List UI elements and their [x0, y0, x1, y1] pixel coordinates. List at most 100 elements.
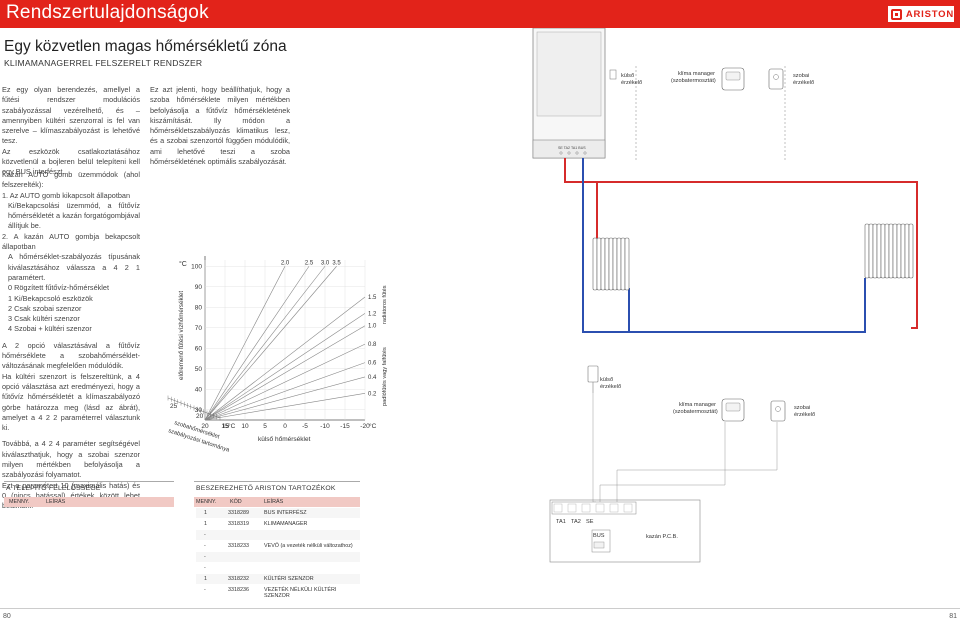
table-row: 1 3318319 KLIMAMANAGER: [204, 521, 308, 527]
intro-paragraph-2: Az eszközök csatlakoztatásához közvetlen…: [2, 146, 140, 177]
installer-header: MENNY. LEÍRÁS: [4, 497, 174, 507]
top-room-label-2: érzékelő: [793, 80, 814, 86]
bottom-room-label-2: érzékelő: [794, 412, 815, 418]
cold-pipe: [582, 158, 866, 333]
room-sensor-icon: [768, 68, 784, 90]
curve-label-right: 0.6: [368, 361, 377, 367]
y-tick-label: 40: [195, 387, 203, 394]
label-ta1: TA1: [556, 519, 566, 525]
heating-curve-line: [204, 266, 326, 421]
curve-label-right: 1.5: [368, 295, 377, 301]
top-outdoor-label-1: külső: [621, 73, 634, 79]
boiler: SE TA2 TA1 BUS: [532, 28, 606, 159]
auto-item-1: 1. Az AUTO gomb kikapcsolt állapotban: [2, 190, 131, 200]
page-header: Rendszertulajdonságok ARISTON: [0, 0, 960, 28]
diag-tick-label: 20: [196, 413, 204, 420]
diag-tick-label: 15: [222, 423, 230, 430]
footer-rule-right: [480, 608, 960, 609]
bottom-manager-label-2: (szobatermosztát): [673, 409, 718, 415]
bottom-manager-label-1: klíma manager: [679, 402, 716, 408]
curve-label-right: 0.8: [368, 342, 377, 348]
installer-col-desc: LEÍRÁS: [46, 498, 66, 505]
boiler-terminals: SE TA2 TA1 BUS: [558, 146, 586, 150]
label-pcb: kazán P.C.B.: [646, 534, 678, 540]
x-tick-label: 5: [263, 423, 267, 430]
section-title: Egy közvetlen magas hőmérsékletű zóna: [4, 38, 287, 55]
curve-label-top: 3.0: [321, 260, 330, 266]
x-axis-label: külső hőmérséklet: [258, 436, 311, 443]
heating-curve-line: [204, 376, 366, 421]
wire-manager: [599, 422, 726, 502]
diag-unit: °C: [228, 422, 236, 430]
section-subtitle: KLIMAMANAGERREL FELSZERELT RENDSZER: [4, 58, 203, 68]
auto-intro: Kazán AUTO gomb üzemmódok (ahol felszere…: [2, 170, 140, 190]
auto-item-2: 2. A kazán AUTO gombja bekapcsolt állapo…: [2, 231, 140, 252]
heating-curves: [204, 266, 366, 421]
label-ta2: TA2: [571, 519, 581, 525]
intro-paragraph-1: Ez egy olyan berendezés, amellyel a fűté…: [2, 85, 140, 146]
heating-curve-line: [204, 266, 337, 421]
table-row: -: [204, 565, 206, 571]
page-title: Rendszertulajdonságok: [6, 2, 209, 23]
bottom-outdoor-sensor-icon: [587, 365, 599, 383]
auto-mode-column: Kazán AUTO gomb üzemmódok (ahol felszere…: [2, 170, 140, 512]
boiler-pcb-box: [549, 499, 701, 563]
top-manager-label-2: (szobatermosztát): [671, 78, 716, 84]
diag-tick-label: 25: [170, 403, 178, 410]
heating-curve-line: [204, 343, 366, 421]
table-row: 1 3318289 BUS INTERFÉSZ: [196, 508, 360, 518]
y-tick-label: 90: [195, 284, 203, 291]
room-temp-scale: 25 20 15°C: [167, 395, 236, 430]
radiator-right: [864, 223, 914, 279]
ariston-logo-icon: [891, 8, 902, 20]
heating-curve-line: [204, 325, 366, 421]
radiator-left: [592, 237, 630, 291]
climate-manager-icon: [721, 67, 745, 91]
option-2: 2 Csak szobai szenzor: [8, 303, 82, 313]
table-row: - 3318236 VEZETÉK NÉLKÜLI KÜLTÉRI SZENZO…: [204, 587, 337, 599]
table-row: - 3318233 VEVŐ (a vezeték nélküli változ…: [204, 543, 353, 549]
label-bus: BUS: [593, 533, 605, 539]
heating-curve-line: [204, 362, 366, 421]
x-tick-label: -20: [360, 423, 370, 430]
y-unit: °C: [179, 260, 187, 268]
table-row: -: [196, 552, 360, 562]
curve-label-top: 2.5: [305, 260, 314, 266]
auto-item-1-desc: Ki/Bekapcsolási üzemmód, a fűtővíz hőmér…: [8, 200, 140, 231]
table-row: -: [196, 530, 360, 540]
installer-col-qty: MENNY.: [9, 498, 30, 505]
auto-item-2-desc: A hőmérséklet-szabályozás típusának kivá…: [8, 252, 140, 282]
x-tick-label: 10: [241, 423, 249, 430]
page-number-left: 80: [3, 613, 11, 620]
installer-divider: [4, 481, 174, 482]
curve-label-right: 1.2: [368, 311, 377, 317]
accessories-col-code: KÓD: [230, 498, 242, 505]
accessories-col-desc: LEÍRÁS: [264, 498, 284, 505]
chart-grid: [204, 260, 366, 420]
option-4-note: Ha kültéri szenzort is felszereltünk, a …: [2, 371, 140, 433]
x-tick-label: 0: [283, 423, 287, 430]
wire-outdoor: [592, 382, 596, 503]
y-tick-label: 30: [195, 407, 203, 414]
heating-curve-line: [204, 296, 366, 421]
logo-text: ARISTON: [905, 8, 954, 20]
intro-column: Ez egy olyan berendezés, amellyel a fűté…: [2, 85, 140, 178]
option-4: 4 Szobai + kültéri szenzor: [8, 324, 92, 334]
outdoor-sensor-icon: [609, 69, 617, 80]
curve-label-top: 2.0: [281, 260, 290, 266]
curve-label-right: 0.4: [368, 375, 377, 381]
accessories-title: BESZEREZHETŐ ARISTON TARTOZÉKOK: [196, 485, 336, 492]
heating-curve-line: [204, 266, 310, 421]
x-tick-label: 15: [221, 423, 229, 430]
y-tick-label: 70: [195, 325, 203, 332]
option-0: 0 Rögzített fűtővíz-hőmérséklet: [8, 283, 109, 293]
option-2-note: A 2 opció választásával a fűtővíz hőmérs…: [2, 340, 140, 371]
bus-connector: [593, 541, 605, 549]
y-tick-label: 80: [195, 305, 203, 312]
modulation-column: Ez azt jelenti, hogy beállíthatjuk, hogy…: [150, 85, 290, 167]
bottom-room-label-1: szobai: [794, 405, 810, 411]
right-label-bottom: padlófűtés vagy falfűtés: [382, 347, 388, 406]
